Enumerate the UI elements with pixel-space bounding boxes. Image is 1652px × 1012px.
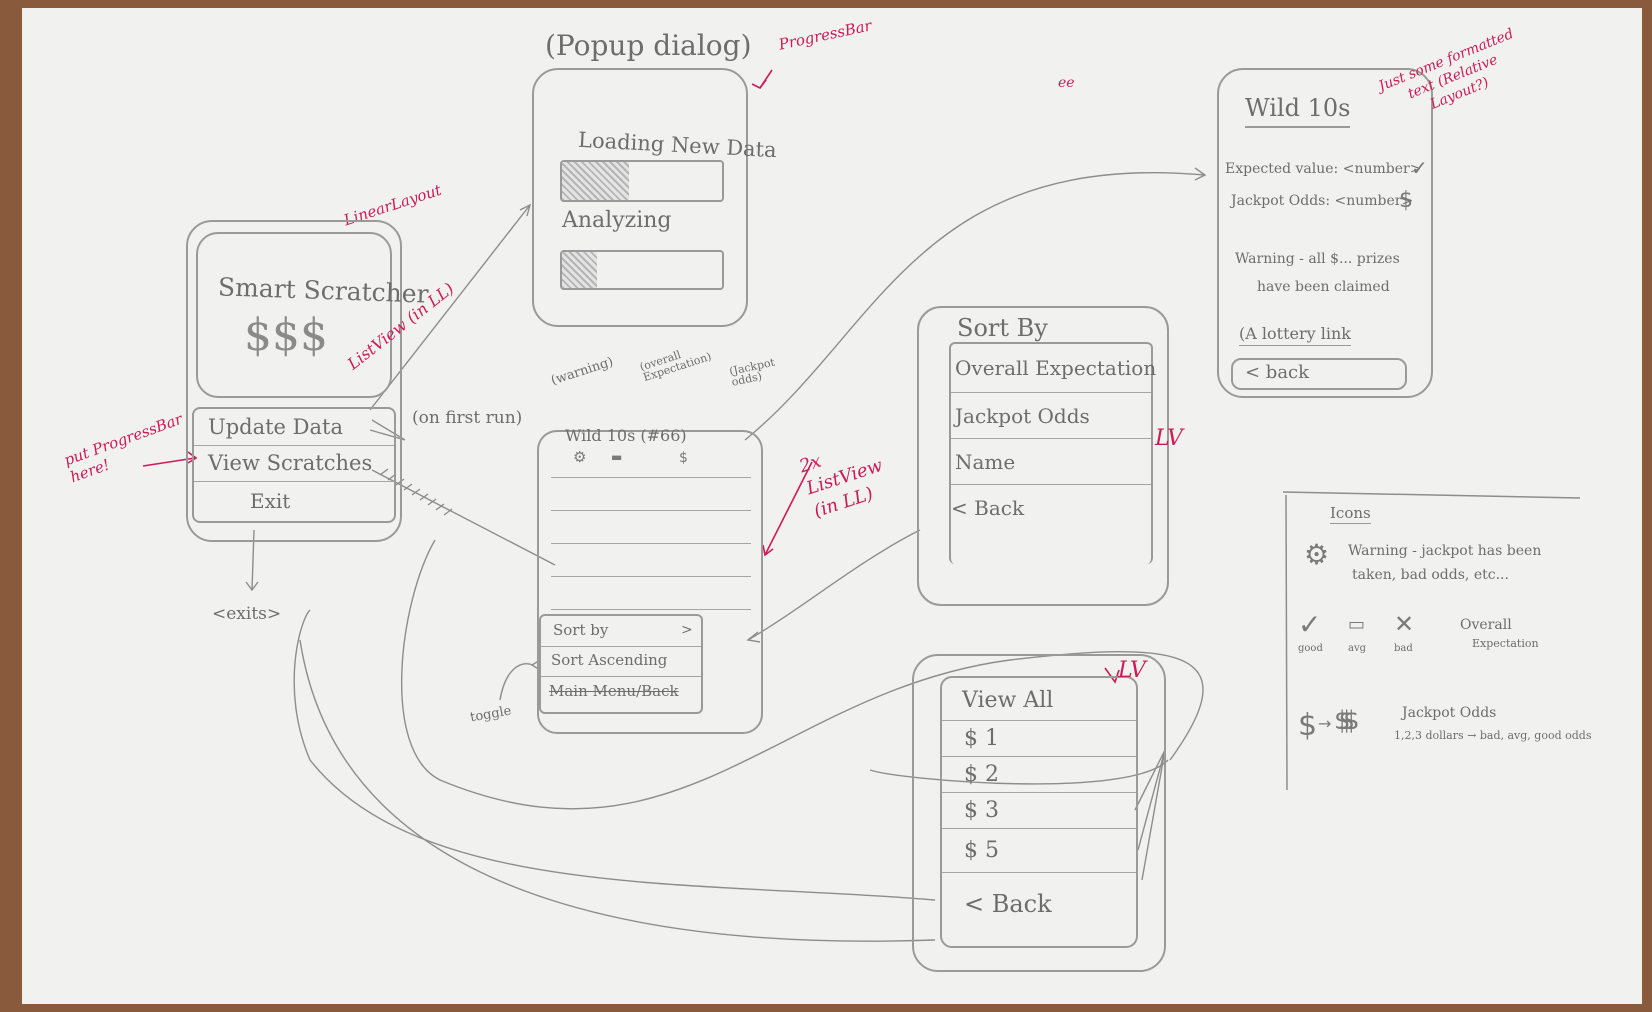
overall-rating-icon: ▬	[611, 450, 623, 464]
analyzing-progress-bar	[560, 250, 724, 290]
filter-view-all[interactable]: View All	[942, 678, 1136, 721]
filter-item-label: $ 5	[964, 838, 999, 863]
scratch-list-row-empty[interactable]	[551, 510, 751, 544]
checkmark-icon: ✓	[1411, 156, 1428, 180]
chevron-right-icon: >	[681, 622, 693, 638]
sort-option-label: Name	[955, 450, 1016, 474]
warning-gear-icon: ⚙	[573, 448, 587, 466]
menu-item-label: Update Data	[208, 415, 343, 439]
scratch-listview: Wild 10s (#66) ⚙ ▬ $	[551, 428, 751, 610]
filter-2-dollar[interactable]: $ 2	[942, 756, 1136, 793]
detail-back-label: < back	[1245, 362, 1310, 383]
popup-caption: (Popup dialog)	[545, 29, 752, 62]
menu-item-exit[interactable]: Exit	[194, 481, 394, 519]
filter-5-dollar[interactable]: $ 5	[942, 828, 1136, 873]
lv-note-filter: LV	[1118, 658, 1146, 683]
sort-item-label: Sort Ascending	[551, 651, 668, 669]
lottery-link[interactable]: (A lottery link	[1239, 326, 1351, 346]
single-dollar-icon: $	[1298, 708, 1318, 743]
filter-item-label: $ 2	[964, 762, 999, 787]
avg-label: avg	[1348, 643, 1367, 654]
sort-by-item[interactable]: Sort by >	[541, 616, 701, 647]
overall-legend-line-2: Expectation	[1472, 637, 1539, 650]
app-logo: $$$	[244, 310, 328, 361]
bad-x-icon: ✕	[1394, 610, 1415, 638]
detail-back-button[interactable]: < back	[1231, 358, 1407, 390]
good-label: good	[1298, 643, 1323, 654]
sort-item-label: Sort by	[553, 621, 609, 639]
good-check-icon: ✓	[1298, 608, 1322, 641]
scratch-list-row-empty[interactable]	[551, 477, 751, 511]
analyzing-label: Analyzing	[562, 208, 672, 233]
warning-legend-line-2: taken, bad odds, etc...	[1352, 567, 1509, 583]
filter-back[interactable]: < Back	[942, 872, 1136, 944]
arrow-right-icon: →	[1318, 714, 1332, 733]
menu-item-label: Exit	[250, 489, 291, 513]
overall-legend-line-1: Overall	[1460, 617, 1512, 633]
menu-item-view-scratches[interactable]: View Scratches	[194, 445, 394, 482]
warning-line-1: Warning - all $... prizes	[1235, 251, 1400, 267]
scratch-name: Wild 10s (#66)	[565, 426, 687, 445]
main-menu-list: Update Data View Scratches Exit	[192, 407, 396, 523]
warning-gear-icon: ⚙	[1304, 538, 1330, 571]
popup-dialog: Loading New Data Analyzing	[532, 68, 777, 327]
avg-box-icon: ▭	[1348, 614, 1366, 635]
sort-name[interactable]: Name	[951, 438, 1151, 485]
icons-legend-title: Icons	[1330, 504, 1371, 524]
filter-item-label: $ 3	[964, 798, 999, 823]
sort-back[interactable]: < Back	[951, 484, 1151, 530]
sort-by-screen: Sort By Overall Expectation Jackpot Odds…	[917, 306, 1169, 606]
filter-item-label: < Back	[964, 890, 1052, 918]
sort-option-label: Jackpot Odds	[955, 404, 1090, 428]
filter-1-dollar[interactable]: $ 1	[942, 720, 1136, 757]
exits-note: <exits>	[212, 604, 282, 624]
sort-by-title: Sort By	[957, 314, 1048, 342]
sort-options-list: Sort by > Sort Ascending Main Menu/Back	[539, 614, 703, 714]
filter-item-label: $ 1	[964, 726, 999, 751]
first-run-note: (on first run)	[412, 408, 523, 428]
detail-title: Wild 10s	[1245, 96, 1351, 128]
scratch-list-screen: Wild 10s (#66) ⚙ ▬ $ Sort by > Sort Asce…	[537, 428, 763, 734]
scratch-list-row-empty[interactable]	[551, 576, 751, 610]
menu-item-update-data[interactable]: Update Data	[194, 409, 394, 446]
lv-note-sort: LV	[1155, 426, 1183, 451]
analyzing-progress-fill	[562, 252, 598, 288]
filter-3-dollar[interactable]: $ 3	[942, 792, 1136, 829]
main-screen: Smart Scratcher $$$ Update Data View Scr…	[186, 220, 429, 542]
triple-dollar-icon: $$$	[1334, 706, 1359, 736]
jackpot-dollar-icon: $	[679, 450, 688, 466]
warning-line-2: have been claimed	[1257, 279, 1390, 295]
scratch-list-row[interactable]: Wild 10s (#66) ⚙ ▬ $	[551, 428, 751, 478]
dollar-icon: $	[1399, 188, 1413, 213]
expected-value-line: Expected value: <number>	[1225, 161, 1422, 177]
sort-overall-expectation[interactable]: Overall Expectation	[951, 344, 1156, 393]
icons-legend: Icons ⚙ Warning - jackpot has been taken…	[1290, 500, 1620, 790]
main-menu-back-item[interactable]: Main Menu/Back	[541, 676, 701, 710]
sort-item-label: Main Menu/Back	[549, 682, 679, 700]
pen-squiggle: ee	[1058, 75, 1075, 91]
price-filter-list: View All $ 1 $ 2 $ 3 $ 5 < Back	[940, 676, 1138, 948]
loading-progress-fill	[562, 162, 630, 200]
sort-by-list: Overall Expectation Jackpot Odds Name < …	[949, 342, 1156, 564]
sort-option-label: < Back	[951, 496, 1025, 520]
menu-item-label: View Scratches	[208, 451, 373, 475]
filter-item-label: View All	[962, 688, 1054, 713]
detail-screen: Wild 10s Expected value: <number> ✓ Jack…	[1217, 68, 1433, 398]
sort-option-label: Overall Expectation	[955, 356, 1157, 380]
sort-jackpot-odds[interactable]: Jackpot Odds	[951, 392, 1151, 439]
scratch-list-row-empty[interactable]	[551, 543, 751, 577]
jackpot-legend-line-1: Jackpot Odds	[1402, 705, 1497, 721]
sort-ascending-item[interactable]: Sort Ascending	[541, 646, 701, 677]
loading-progress-bar	[560, 160, 724, 202]
jackpot-odds-line: Jackpot Odds: <number>	[1231, 193, 1414, 209]
warning-legend-line-1: Warning - jackpot has been	[1348, 543, 1542, 559]
loading-label: Loading New Data	[577, 127, 778, 163]
jackpot-legend-line-2: 1,2,3 dollars → bad, avg, good odds	[1394, 729, 1592, 742]
app-title: Smart Scratcher	[217, 272, 430, 309]
title-panel: Smart Scratcher $$$	[196, 232, 429, 398]
bad-label: bad	[1394, 643, 1413, 654]
price-filter-screen: View All $ 1 $ 2 $ 3 $ 5 < Back	[912, 654, 1166, 972]
